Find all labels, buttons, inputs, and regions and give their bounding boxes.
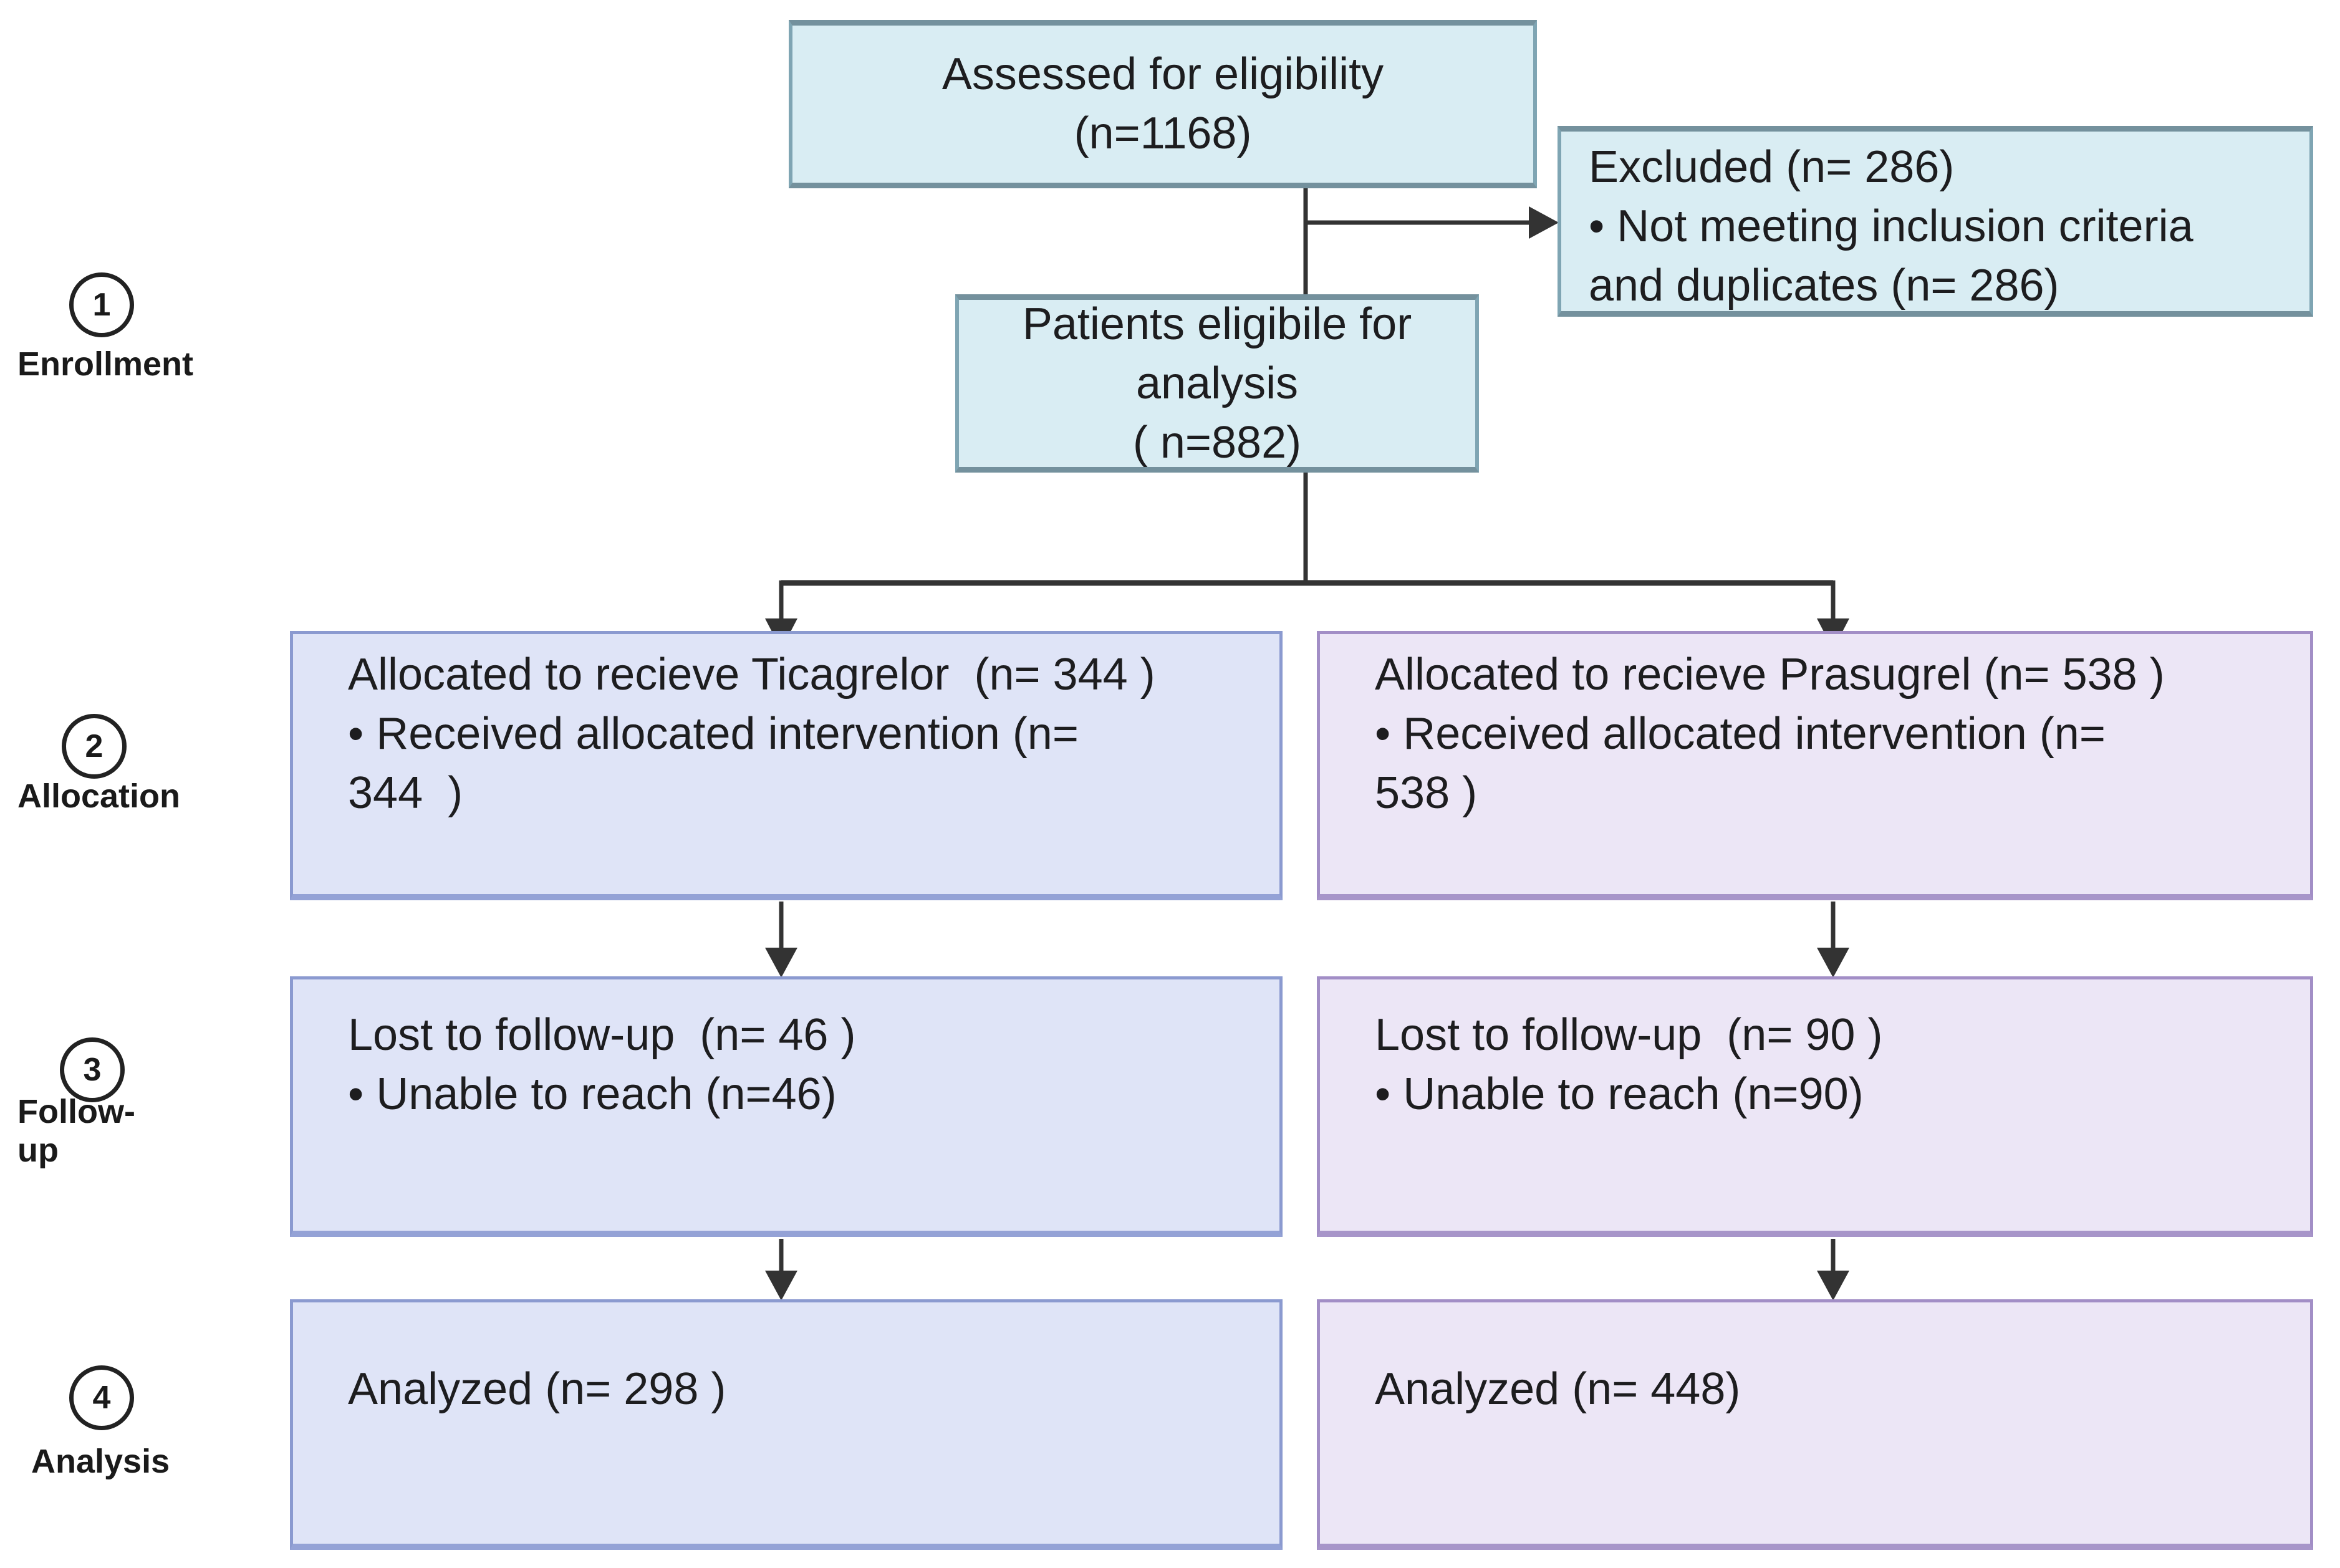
ticagrelor-followup-box: Lost to follow-up (n= 46 ) • Unable to r… — [290, 976, 1283, 1237]
ticagrelor-allocation-box: Allocated to recieve Ticagrelor (n= 344 … — [290, 631, 1283, 900]
ticagrelor-allocation-line-3: 344 ) — [348, 768, 463, 818]
ticagrelor-followup-line-2: • Unable to reach (n=46) — [348, 1069, 837, 1119]
ticagrelor-allocation-line-1: Allocated to recieve Ticagrelor (n= 344 … — [348, 650, 1155, 700]
stage-1-badge: 1 — [69, 272, 134, 337]
stage-3-label-line2: up — [17, 1132, 59, 1169]
stage-3-number: 3 — [83, 1052, 102, 1088]
prasugrel-allocation-line-3: 538 ) — [1375, 768, 1478, 818]
assessed-for-eligibility-box: Assessed for eligibility (n=1168) — [789, 20, 1537, 188]
prasugrel-allocation-line-2: • Received allocated intervention (n= — [1375, 709, 2106, 759]
ticagrelor-analysis-box: Analyzed (n= 298 ) — [290, 1299, 1283, 1550]
prasugrel-followup-box: Lost to follow-up (n= 90 ) • Unable to r… — [1317, 976, 2313, 1237]
arrow-ticagrelor-to-analysis — [765, 1239, 797, 1301]
eligible-for-analysis-box: Patients eligibile for analysis ( n=882) — [955, 294, 1479, 473]
ticagrelor-allocation-line-2: • Received allocated intervention (n= — [348, 709, 1079, 759]
assessed-line-2: (n=1168) — [1074, 108, 1252, 158]
prasugrel-analysis-box: Analyzed (n= 448) — [1317, 1299, 2313, 1550]
prasugrel-analysis-line-1: Analyzed (n= 448) — [1375, 1364, 1741, 1414]
stage-4-number: 4 — [92, 1380, 111, 1416]
arrow-to-excluded — [1306, 206, 1559, 239]
prasugrel-followup-line-1: Lost to follow-up (n= 90 ) — [1375, 1010, 1883, 1060]
prasugrel-allocation-box: Allocated to recieve Prasugrel (n= 538 )… — [1317, 631, 2313, 900]
eligible-line-2: analysis — [1135, 358, 1299, 408]
stage-1-number: 1 — [92, 287, 111, 323]
stage-4-badge: 4 — [69, 1365, 134, 1430]
stage-1-label: Enrollment — [17, 345, 194, 383]
stage-2-badge: 2 — [62, 714, 127, 779]
excluded-line-3: and duplicates (n= 286) — [1589, 261, 2059, 310]
ticagrelor-followup-line-1: Lost to follow-up (n= 46 ) — [348, 1010, 856, 1060]
assessed-line-1: Assessed for eligibility — [941, 49, 1384, 99]
eligible-line-3: ( n=882) — [1132, 417, 1302, 468]
excluded-box: Excluded (n= 286) • Not meeting inclusio… — [1558, 126, 2313, 317]
stage-2-label: Allocation — [17, 777, 181, 815]
arrow-ticagrelor-to-followup — [765, 902, 797, 978]
ticagrelor-analysis-line-1: Analyzed (n= 298 ) — [348, 1364, 726, 1414]
excluded-line-2: • Not meeting inclusion criteria — [1589, 201, 2193, 251]
stage-3-label-line1: Follow- — [17, 1093, 135, 1130]
prasugrel-allocation-line-1: Allocated to recieve Prasugrel (n= 538 ) — [1375, 650, 2165, 700]
stage-4-label: Analysis — [31, 1443, 170, 1480]
stage-3-badge: 3 — [60, 1037, 125, 1102]
eligible-line-1: Patients eligibile for — [1022, 299, 1412, 349]
arrow-prasugrel-to-analysis — [1817, 1239, 1849, 1301]
prasugrel-followup-line-2: • Unable to reach (n=90) — [1375, 1069, 1864, 1119]
stage-2-number: 2 — [85, 728, 104, 764]
arrow-prasugrel-to-followup — [1817, 902, 1849, 978]
excluded-line-1: Excluded (n= 286) — [1589, 142, 1955, 192]
